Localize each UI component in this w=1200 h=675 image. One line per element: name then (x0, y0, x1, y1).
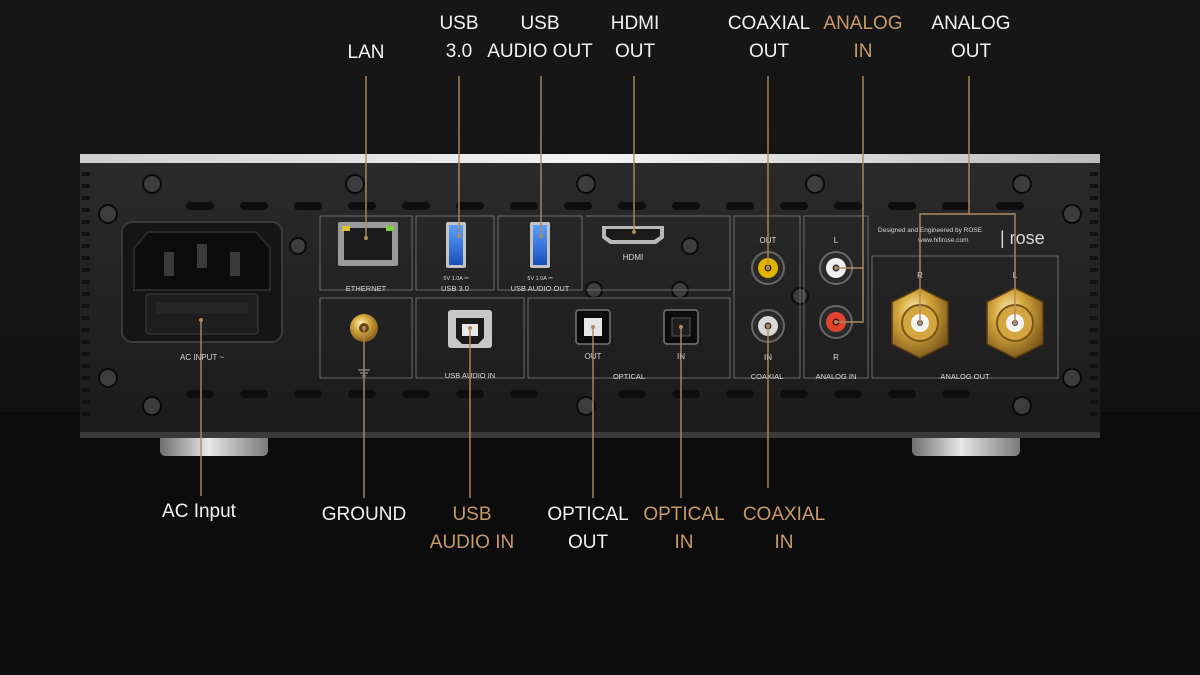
label-hdmi-out-line1: HDMI (610, 13, 660, 34)
label-coaxial-out-line2: OUT (748, 41, 790, 62)
label-coaxial-in: COAXIAL IN (730, 501, 838, 557)
panel-analog-in-l-text: L (834, 236, 839, 245)
label-optical-out: OPTICAL OUT (538, 501, 638, 557)
ac-input-port (121, 221, 283, 343)
label-analog-in-line2: IN (853, 41, 873, 62)
panel-analog-in-r-text: R (833, 353, 839, 362)
panel-usb-rating-1: 5V 1.0A ⎓ (443, 276, 469, 282)
label-optical-in: OPTICAL IN (632, 501, 736, 557)
label-lan-line1: LAN (347, 42, 385, 63)
leader-end-dots (199, 230, 1017, 330)
label-hdmi-out-line2: OUT (614, 41, 656, 62)
label-analog-out-line1: ANALOG (931, 13, 1011, 34)
label-optical-out-line1: OPTICAL (547, 504, 629, 525)
leader-analog-in (836, 76, 864, 323)
label-ac-input: AC Input (144, 498, 254, 526)
label-usb-audio-in-line1: USB (452, 504, 492, 525)
label-ground-line1: GROUND (321, 504, 407, 525)
panel-hdmi-text: HDMI (623, 253, 643, 262)
panel-ac-input-text: AC INPUT ~ (180, 353, 224, 362)
label-analog-in-line1: ANALOG (823, 13, 903, 34)
panel-designed-by-text: Designed and Engineered by ROSE (878, 227, 983, 234)
label-analog-out: ANALOG OUT (918, 10, 1024, 66)
label-optical-out-line2: OUT (567, 532, 609, 553)
label-usb-3-line1: USB (439, 13, 479, 34)
label-usb-audio-out-line1: USB (520, 13, 560, 34)
label-coaxial-in-line1: COAXIAL (742, 504, 826, 525)
label-optical-in-line1: OPTICAL (643, 504, 725, 525)
panel-ethernet-text: ETHERNET (346, 284, 387, 293)
panel-website-text: www.hifirose.com (917, 237, 969, 244)
panel-analog-out-text: ANALOG OUT (940, 372, 990, 381)
hdmi-port (602, 226, 664, 244)
panel-usb30-text: USB 3.0 (441, 284, 469, 293)
brand-logo-text: | rose (1000, 228, 1045, 248)
label-usb-audio-out-line2: AUDIO OUT (487, 41, 593, 62)
label-coaxial-out-line1: COAXIAL (727, 13, 811, 34)
label-usb-audio-out: USB AUDIO OUT (478, 10, 602, 66)
usb-audio-out-port (530, 222, 550, 268)
panel-usb-audio-out-text: USB AUDIO OUT (511, 284, 570, 293)
panel-coaxial-text: COAXIAL (751, 372, 784, 381)
leader-analog-out (919, 76, 1016, 323)
panel-silkscreen (319, 215, 1059, 379)
label-hdmi-out: HDMI OUT (590, 10, 680, 66)
ethernet-port (338, 222, 398, 266)
panel-analog-in-text: ANALOG IN (816, 372, 857, 381)
label-usb-audio-in: USB AUDIO IN (420, 501, 524, 557)
label-analog-out-line2: OUT (950, 41, 992, 62)
label-usb-3-line2: 3.0 (445, 41, 473, 62)
label-analog-in: ANALOG IN (810, 10, 916, 66)
label-optical-in-line2: IN (674, 532, 694, 553)
label-ac-input-line1: AC Input (162, 501, 236, 522)
label-ground: GROUND (312, 501, 416, 529)
label-coaxial-out: COAXIAL OUT (714, 10, 824, 66)
panel-optical-text: OPTICAL (613, 372, 645, 381)
panel-usb-rating-2: 5V 1.0A ⎓ (527, 276, 553, 282)
label-usb-audio-in-line2: AUDIO IN (429, 532, 515, 553)
usb-3-port (446, 222, 466, 268)
label-lan: LAN (326, 39, 406, 67)
label-usb-3: USB 3.0 (414, 10, 504, 66)
label-coaxial-in-line2: IN (774, 532, 794, 553)
callout-leader-lines (200, 76, 1016, 498)
